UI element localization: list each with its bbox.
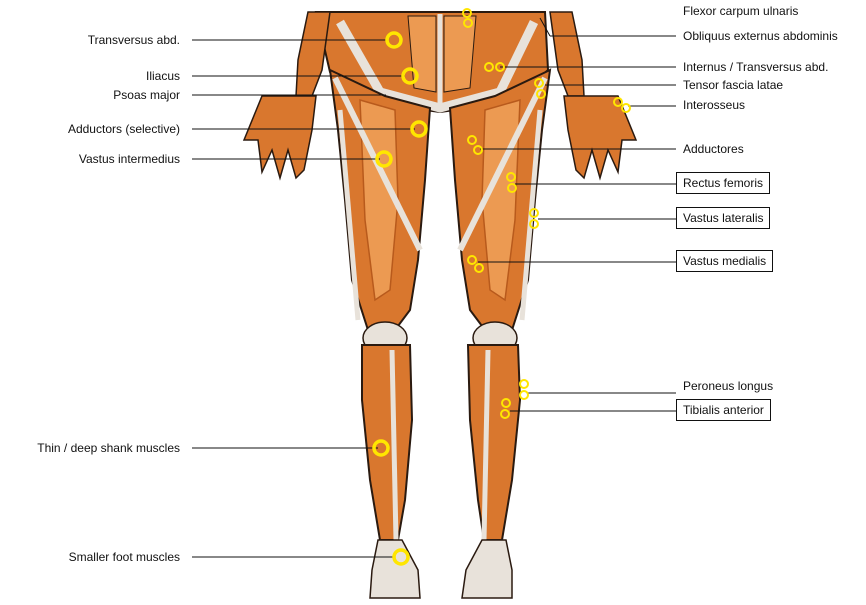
label-peroneus-longus: Peroneus longus <box>683 379 773 393</box>
label-vastus-medialis: Vastus medialis <box>676 250 773 272</box>
left-forearm <box>296 12 330 96</box>
right-forearm <box>550 12 584 96</box>
label-psoas-major: Psoas major <box>113 88 180 102</box>
label-adductores: Adductores <box>683 142 744 156</box>
label-flexor-carpum-ulnaris: Flexor carpum ulnaris <box>683 4 798 18</box>
label-vastus-lateralis: Vastus lateralis <box>676 207 770 229</box>
left-hand <box>244 96 316 178</box>
label-tibialis-anterior: Tibialis anterior <box>676 399 771 421</box>
label-smaller-foot-muscles: Smaller foot muscles <box>69 550 180 564</box>
marker-peroneus-1 <box>520 380 528 388</box>
label-adductors-selective: Adductors (selective) <box>68 122 180 136</box>
right-shank <box>468 345 520 540</box>
label-iliacus: Iliacus <box>146 69 180 83</box>
label-vastus-intermedius: Vastus intermedius <box>79 152 180 166</box>
label-transversus-abd: Transversus abd. <box>88 33 180 47</box>
right-foot <box>462 540 512 598</box>
right-hand <box>564 96 636 178</box>
label-thin-deep-shank: Thin / deep shank muscles <box>37 441 180 455</box>
left-foot <box>370 540 420 598</box>
label-internus-transversus: Internus / Transversus abd. <box>683 60 828 74</box>
label-tensor-fascia-latae: Tensor fascia latae <box>683 78 783 92</box>
label-rectus-femoris: Rectus femoris <box>676 172 770 194</box>
label-interosseus: Interosseus <box>683 98 745 112</box>
label-obliquus-externus: Obliquus externus abdominis <box>683 29 838 43</box>
marker-peroneus-2 <box>520 391 528 399</box>
